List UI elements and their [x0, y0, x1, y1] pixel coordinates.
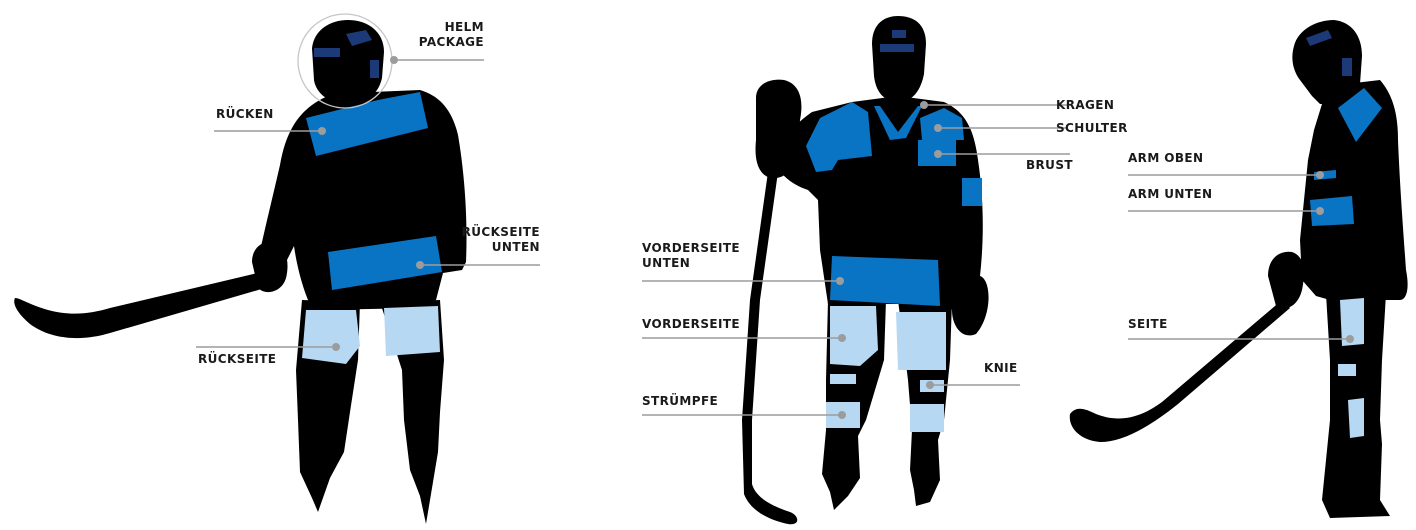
dot-arm-unten: [1316, 207, 1324, 215]
dot-kragen: [920, 101, 928, 109]
front-right-sock-band: [910, 404, 944, 432]
hockey-stick-front: [742, 172, 797, 524]
hockey-stick-side: [1070, 300, 1290, 442]
label-arm-unten: ARM UNTEN: [1128, 187, 1212, 202]
hockey-stick-back: [14, 272, 272, 338]
dot-vorderseite-unten: [836, 277, 844, 285]
back-helmet-ear: [370, 60, 379, 78]
dot-arm-oben: [1316, 171, 1324, 179]
label-vorderseite: VORDERSEITE: [642, 317, 740, 332]
dot-struempfe: [838, 411, 846, 419]
label-knie: KNIE: [984, 361, 1018, 376]
front-view-player: [742, 16, 989, 524]
front-lower-stripe: [830, 256, 940, 306]
side-knee-band: [1338, 364, 1356, 376]
front-helmet: [872, 16, 926, 102]
back-left-pant-panel: [302, 310, 360, 364]
dot-seite: [1346, 335, 1354, 343]
label-schulter: SCHULTER: [1056, 121, 1128, 136]
label-arm-oben: ARM OBEN: [1128, 151, 1203, 166]
label-struempfe: STRÜMPFE: [642, 394, 718, 409]
side-glove: [1268, 252, 1304, 309]
dot-rueckseite: [332, 343, 340, 351]
dot-brust: [934, 150, 942, 158]
label-ruecken: RÜCKEN: [216, 107, 274, 122]
side-helmet-ear: [1342, 58, 1352, 76]
dot-helm: [390, 56, 398, 64]
side-view-player: [1070, 20, 1408, 518]
dot-rueckseite-unten: [416, 261, 424, 269]
front-sleeve-stripe: [962, 178, 982, 206]
dot-vorderseite: [838, 334, 846, 342]
dot-ruecken: [318, 127, 326, 135]
label-rueckseite: RÜCKSEITE: [198, 352, 276, 367]
front-left-knee-band: [830, 374, 856, 384]
label-kragen: KRAGEN: [1056, 98, 1114, 113]
front-helmet-stripe: [880, 44, 914, 52]
front-helmet-top: [892, 30, 906, 38]
side-sock-panel: [1348, 398, 1364, 438]
dot-schulter: [934, 124, 942, 132]
back-glove: [252, 242, 288, 292]
dot-knie: [926, 381, 934, 389]
label-seite: SEITE: [1128, 317, 1168, 332]
back-view-player: [14, 14, 466, 524]
back-helmet-stripe: [314, 48, 340, 57]
front-right-pant-panel: [896, 312, 946, 370]
label-brust: BRUST: [1026, 158, 1073, 173]
back-right-pant-panel: [384, 306, 440, 356]
